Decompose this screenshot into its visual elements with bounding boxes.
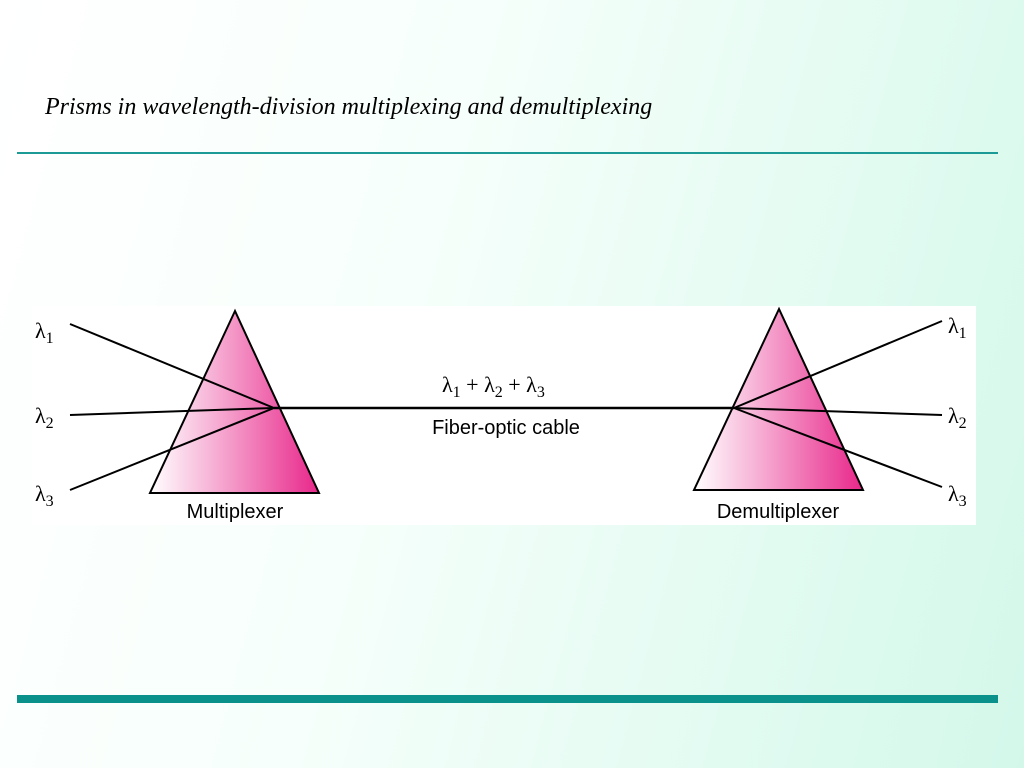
slide-title: Prisms in wavelength-division multiplexi… <box>45 94 653 120</box>
output-ray-2 <box>733 407 943 416</box>
wdm-diagram: λ1 λ2 λ3 λ1 λ2 λ3 λ1 + λ2 + λ3 Fiber-opt… <box>32 306 976 525</box>
cable-label: Fiber-optic cable <box>432 417 580 439</box>
output-ray-1 <box>733 320 943 409</box>
demultiplexer-prism <box>692 306 865 491</box>
input-ray-3 <box>69 407 275 491</box>
output-ray-3 <box>733 407 943 488</box>
input-label-1: λ1 <box>35 318 54 347</box>
demultiplexer-label: Demultiplexer <box>717 501 840 523</box>
output-label-3: λ3 <box>948 481 967 510</box>
combined-wavelength-label: λ1 + λ2 + λ3 <box>442 372 545 401</box>
input-ray-2 <box>69 407 275 416</box>
input-label-3: λ3 <box>35 481 54 510</box>
bottom-divider <box>17 695 998 703</box>
input-ray-1 <box>69 323 275 409</box>
top-divider <box>17 152 998 154</box>
multiplexer-label: Multiplexer <box>187 501 284 523</box>
input-label-2: λ2 <box>35 403 54 432</box>
output-label-2: λ2 <box>948 403 967 432</box>
multiplexer-prism <box>148 308 321 494</box>
wdm-diagram-svg: λ1 λ2 λ3 λ1 λ2 λ3 λ1 + λ2 + λ3 Fiber-opt… <box>35 306 967 523</box>
output-label-1: λ1 <box>948 313 967 342</box>
